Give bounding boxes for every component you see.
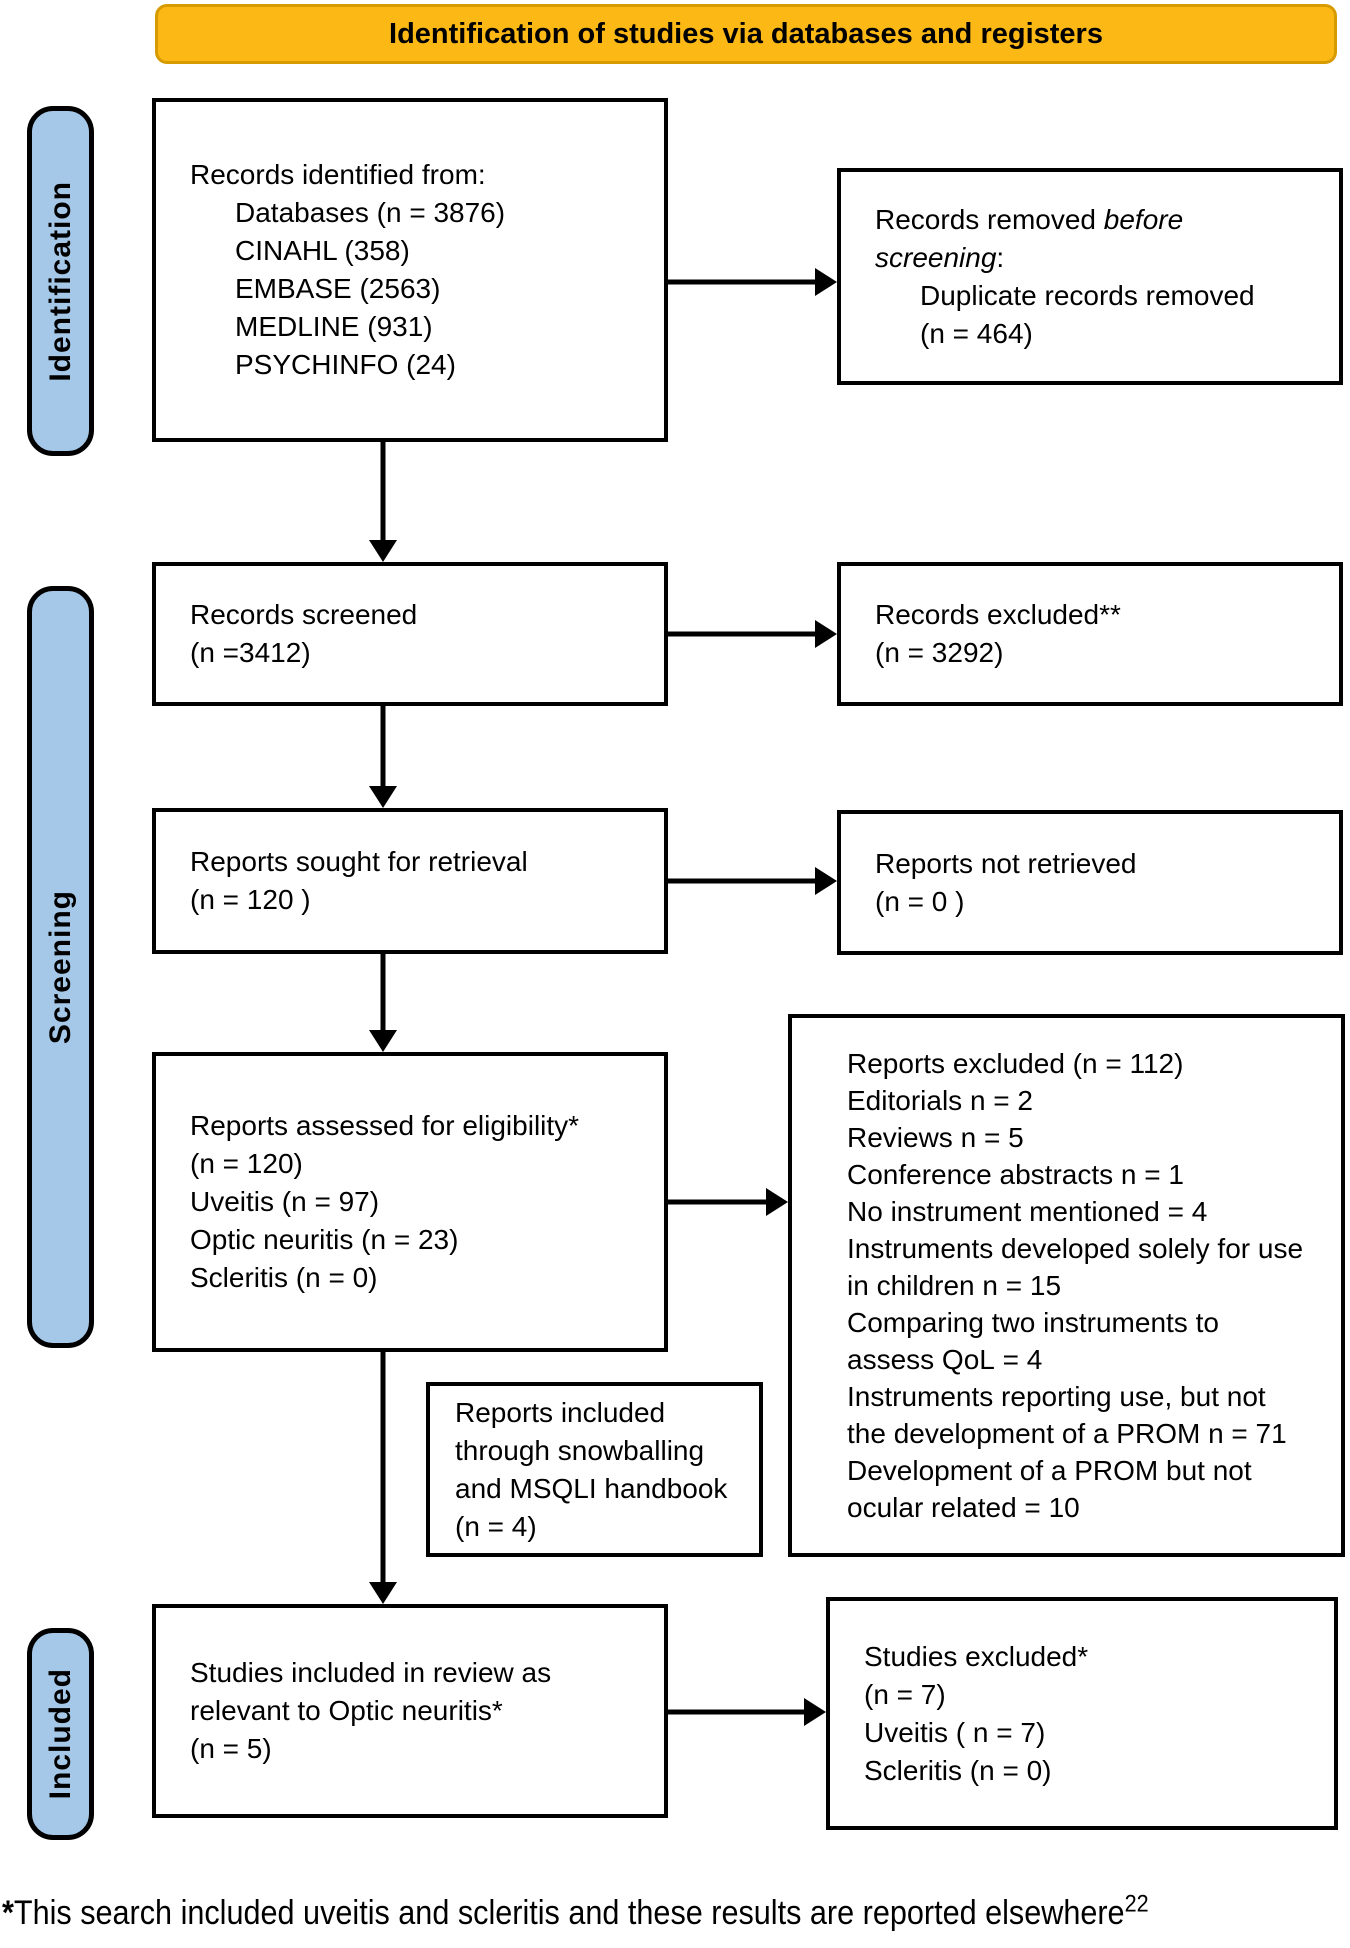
footnote-text: This search included uveitis and sclerit…: [13, 1894, 1125, 1932]
records-removed-item: (n = 464): [920, 317, 1033, 349]
arrow-identified-to-screened: [368, 442, 398, 562]
reports-sought-line: (n = 120 ): [190, 884, 311, 915]
box-reports-assessed: Reports assessed for eligibility* (n = 1…: [152, 1052, 668, 1352]
records-screened-line: Records screened: [190, 599, 418, 630]
records-removed-item: Duplicate records removed: [920, 279, 1255, 311]
studies-included-line: Studies included in review as: [190, 1657, 552, 1688]
reports-assessed-line: Optic neuritis (n = 23): [190, 1224, 459, 1255]
reports-assessed-line: (n = 120): [190, 1148, 303, 1179]
arrow-assessed-to-included: [368, 1352, 398, 1604]
studies-excluded-line: (n = 7): [864, 1678, 946, 1710]
reports-excluded-item: Reviews n = 5: [847, 1122, 1024, 1153]
reports-not-retrieved-line: (n = 0 ): [875, 885, 965, 917]
arrow-sought-to-assessed: [368, 954, 398, 1052]
records-identified-item: EMBASE (2563): [235, 273, 441, 304]
box-records-removed-before-screening: Records removed before screening: Duplic…: [837, 168, 1343, 385]
reports-excluded-item: Reports excluded (n = 112): [847, 1048, 1184, 1079]
reports-excluded-item: Development of a PROM but not ocular rel…: [847, 1455, 1252, 1523]
footnote: *This search included uveitis and scleri…: [2, 1890, 1149, 1933]
stage-screening: Screening: [27, 586, 94, 1348]
box-records-excluded: Records excluded** (n = 3292): [837, 562, 1343, 706]
box-reports-not-retrieved: Reports not retrieved (n = 0 ): [837, 810, 1343, 955]
box-records-screened: Records screened (n =3412): [152, 562, 668, 706]
stage-screening-label: Screening: [43, 889, 77, 1045]
footnote-asterisk: *: [2, 1894, 14, 1932]
stage-included: Included: [27, 1628, 94, 1840]
studies-excluded-line: Uveitis ( n = 7): [864, 1716, 1046, 1748]
stage-identification-label: Identification: [43, 180, 77, 382]
box-studies-excluded: Studies excluded* (n = 7) Uveitis ( n = …: [826, 1597, 1338, 1830]
records-screened-line: (n =3412): [190, 637, 311, 668]
stage-included-label: Included: [43, 1668, 77, 1800]
banner-identification-via-databases: Identification of studies via databases …: [155, 4, 1337, 64]
arrow-screened-to-excluded: [668, 619, 837, 649]
reports-assessed-line: Scleritis (n = 0): [190, 1262, 378, 1293]
records-excluded-line: Records excluded**: [875, 599, 1121, 630]
box-reports-sought: Reports sought for retrieval (n = 120 ): [152, 808, 668, 954]
snowballing-text: Reports included through snowballing and…: [455, 1396, 728, 1542]
reports-excluded-item: Instruments developed solely for use in …: [847, 1233, 1304, 1301]
records-excluded-line: (n = 3292): [875, 637, 1004, 668]
arrow-included-to-studies-excluded: [668, 1697, 826, 1727]
reports-sought-line: Reports sought for retrieval: [190, 846, 528, 877]
records-identified-item: Databases (n = 3876): [235, 197, 506, 228]
records-identified-item: CINAHL (358): [235, 235, 410, 266]
reports-excluded-item: Comparing two instruments to assess QoL …: [847, 1307, 1219, 1375]
records-removed-title: Records removed before screening:: [875, 203, 1184, 273]
arrow-assessed-to-excluded-reasons: [668, 1187, 788, 1217]
box-studies-included: Studies included in review as relevant t…: [152, 1604, 668, 1818]
arrow-screened-to-sought: [368, 706, 398, 808]
banner-title: Identification of studies via databases …: [389, 17, 1103, 50]
arrow-identified-to-removed: [668, 267, 837, 297]
box-records-identified: Records identified from: Databases (n = …: [152, 98, 668, 442]
reports-assessed-line: Reports assessed for eligibility*: [190, 1110, 580, 1141]
reports-excluded-item: Instruments reporting use, but not the d…: [847, 1381, 1287, 1449]
records-identified-item: MEDLINE (931): [235, 311, 433, 342]
reports-excluded-item: No instrument mentioned = 4: [847, 1196, 1208, 1227]
footnote-superscript: 22: [1124, 1890, 1149, 1918]
records-identified-item: PSYCHINFO (24): [235, 349, 456, 380]
studies-included-line: (n = 5): [190, 1733, 272, 1764]
reports-not-retrieved-line: Reports not retrieved: [875, 847, 1137, 879]
reports-excluded-item: Conference abstracts n = 1: [847, 1159, 1184, 1190]
box-records-identified-title: Records identified from:: [190, 159, 486, 190]
reports-excluded-item: Editorials n = 2: [847, 1085, 1033, 1116]
arrow-sought-to-not-retrieved: [668, 866, 837, 896]
studies-excluded-line: Scleritis (n = 0): [864, 1754, 1052, 1786]
studies-included-line: relevant to Optic neuritis*: [190, 1695, 503, 1726]
stage-identification: Identification: [27, 106, 94, 456]
box-snowballing: Reports included through snowballing and…: [426, 1382, 763, 1557]
box-reports-excluded-reasons: Reports excluded (n = 112) Editorials n …: [788, 1014, 1345, 1557]
reports-assessed-line: Uveitis (n = 97): [190, 1186, 380, 1217]
studies-excluded-line: Studies excluded*: [864, 1640, 1089, 1672]
